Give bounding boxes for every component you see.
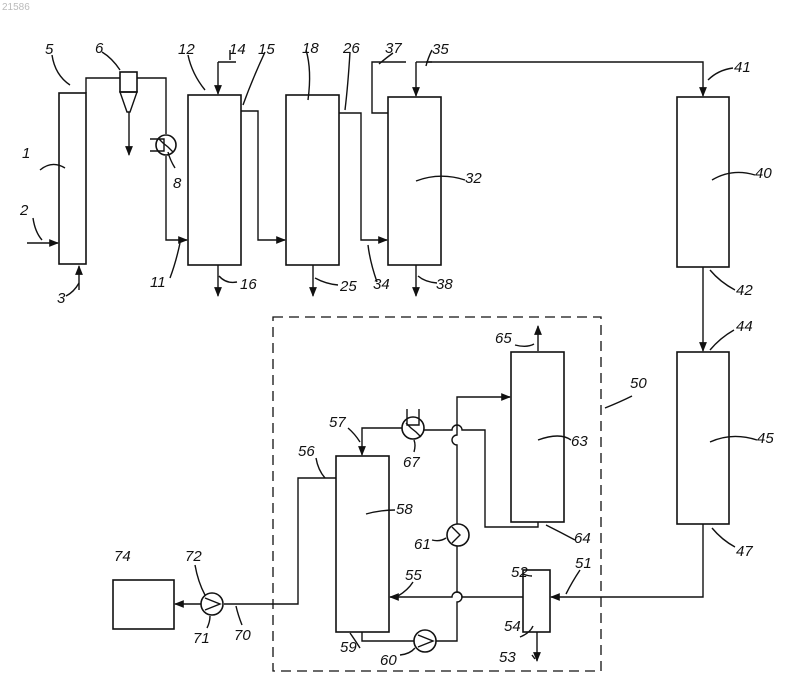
label-25: 25 — [339, 278, 357, 295]
label-16: 16 — [240, 276, 257, 293]
label-64: 64 — [574, 530, 591, 547]
label-8: 8 — [173, 175, 182, 192]
vessel-63 — [511, 352, 564, 522]
heat-exchanger-icon — [402, 409, 424, 439]
pump-icon — [414, 630, 436, 652]
label-71: 71 — [193, 630, 210, 647]
label-5: 5 — [45, 41, 54, 58]
label-40: 40 — [755, 165, 772, 182]
label-67: 67 — [403, 454, 420, 471]
heat-exchanger-icon — [150, 135, 176, 155]
label-1: 1 — [22, 145, 30, 162]
label-11: 11 — [150, 274, 166, 291]
label-57: 57 — [329, 414, 346, 431]
label-45: 45 — [757, 430, 774, 447]
label-38: 38 — [436, 276, 453, 293]
vessel-58 — [336, 456, 389, 632]
label-51: 51 — [575, 555, 592, 572]
label-52: 52 — [511, 564, 528, 581]
label-14: 14 — [229, 41, 246, 58]
label-47: 47 — [736, 543, 753, 560]
label-35: 35 — [432, 41, 449, 58]
label-26: 26 — [342, 40, 360, 57]
label-53: 53 — [499, 649, 516, 666]
vessel-18 — [286, 95, 339, 265]
label-2: 2 — [19, 202, 29, 219]
label-74: 74 — [114, 548, 131, 565]
label-37: 37 — [385, 40, 402, 57]
label-55: 55 — [405, 567, 422, 584]
label-72: 72 — [185, 548, 202, 565]
label-54: 54 — [504, 618, 521, 635]
cyclone-separator-icon — [120, 72, 137, 112]
heat-exchanger-icon — [447, 524, 469, 546]
label-15: 15 — [258, 41, 275, 58]
label-34: 34 — [373, 276, 390, 293]
label-42: 42 — [736, 282, 753, 299]
label-58: 58 — [396, 501, 413, 518]
label-44: 44 — [736, 318, 753, 335]
label-63: 63 — [571, 433, 588, 450]
label-50: 50 — [630, 375, 647, 392]
label-3: 3 — [57, 290, 66, 307]
label-70: 70 — [234, 627, 251, 644]
label-32: 32 — [465, 170, 482, 187]
label-61: 61 — [414, 536, 431, 553]
label-56: 56 — [298, 443, 315, 460]
pump-icon — [201, 593, 223, 615]
label-59: 59 — [340, 639, 357, 656]
corner-id: 21586 — [2, 2, 30, 13]
label-12: 12 — [178, 41, 195, 58]
label-65: 65 — [495, 330, 512, 347]
vessel-1 — [59, 93, 86, 264]
label-6: 6 — [95, 40, 104, 57]
label-41: 41 — [734, 59, 751, 76]
label-18: 18 — [302, 40, 319, 57]
tank-74 — [113, 580, 174, 629]
vessel-32 — [388, 97, 441, 265]
label-60: 60 — [380, 652, 397, 669]
vessel-12 — [188, 95, 241, 265]
vessel-40 — [677, 97, 729, 267]
